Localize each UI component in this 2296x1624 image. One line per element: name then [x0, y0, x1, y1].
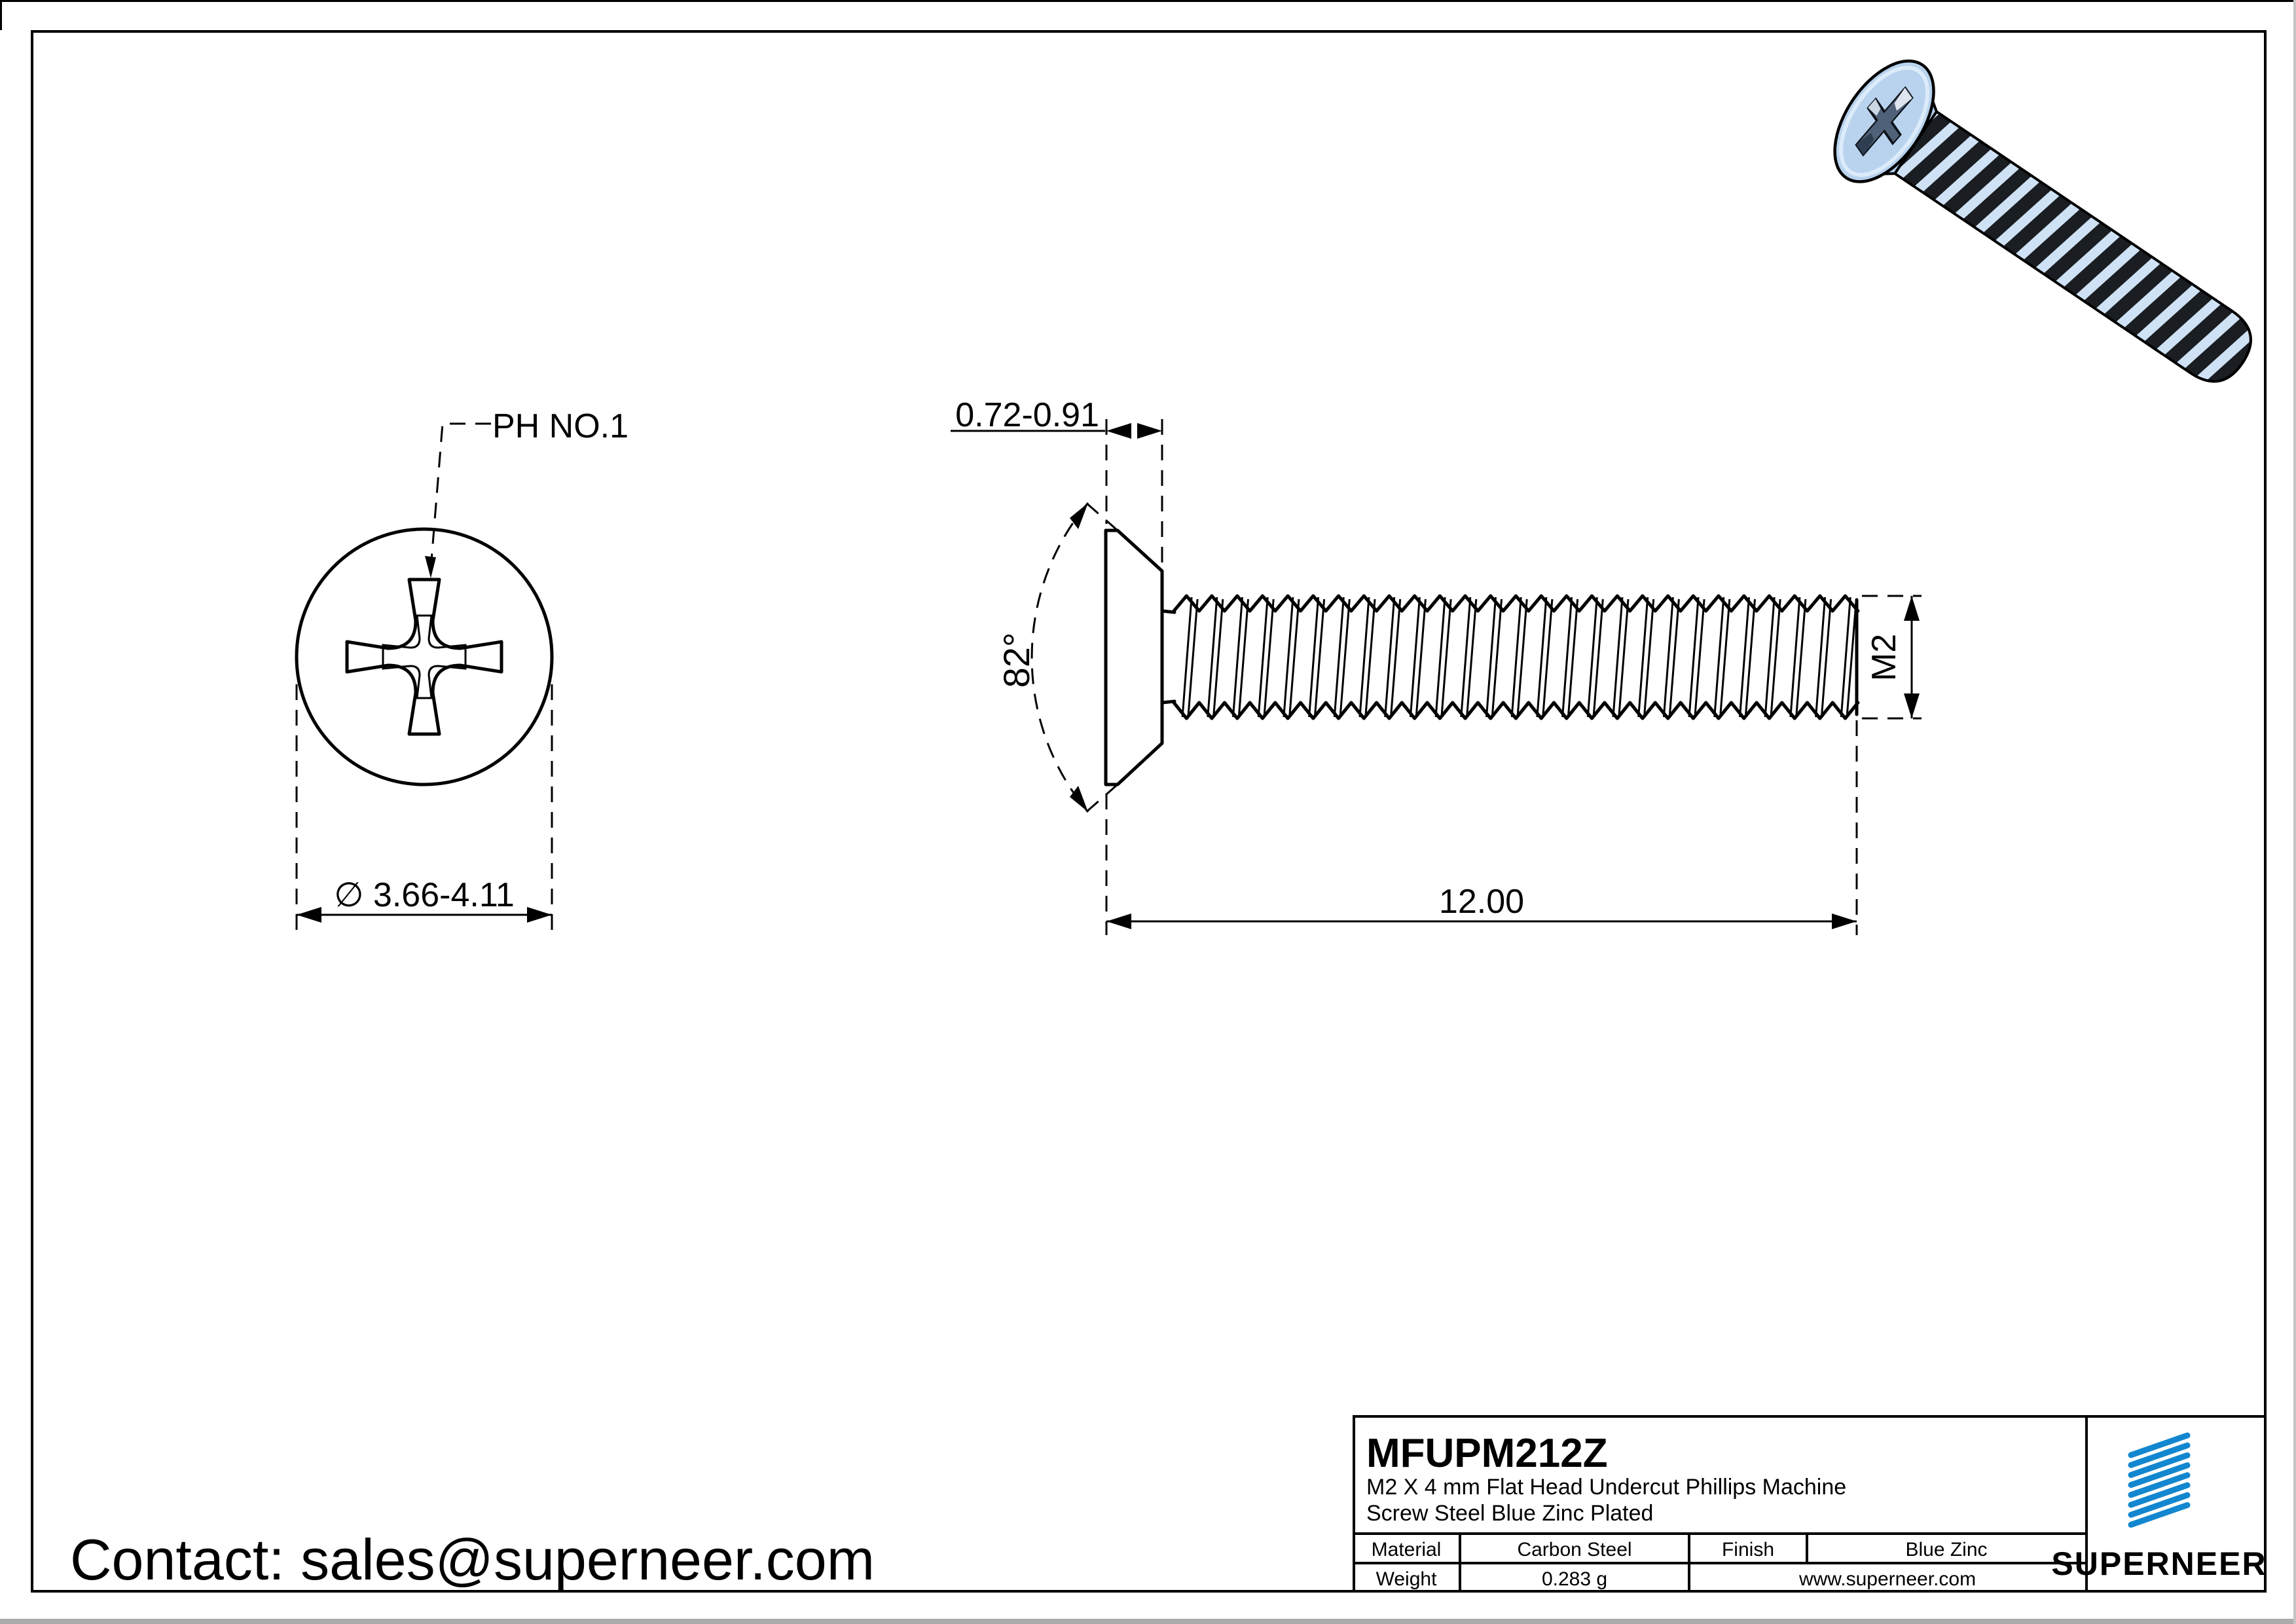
screw-3d-head-highlight	[1839, 65, 1930, 177]
thread-size-label: M2	[1865, 634, 1903, 681]
countersink-angle-label: 82°	[996, 633, 1037, 688]
recess-label: PH NO.1	[492, 407, 629, 445]
leader-arrow	[425, 556, 436, 578]
material-value: Carbon Steel	[1517, 1539, 1631, 1560]
neck-bottom	[1160, 699, 1176, 705]
logo-stripe	[2128, 1432, 2191, 1458]
thread-flank-lines	[1181, 597, 1857, 718]
description-line-1: M2 X 4 mm Flat Head Undercut Phillips Ma…	[1366, 1475, 1846, 1500]
logo-stripe	[2128, 1472, 2191, 1498]
head-height-label: 0.72-0.91	[955, 396, 1099, 434]
head-circle	[295, 527, 554, 786]
bottom-edge-strip	[0, 1619, 2296, 1624]
thread-size-dimension: M2	[1862, 595, 1922, 720]
logo-stripe	[2128, 1452, 2191, 1478]
screw-3d-recess	[1855, 86, 1914, 157]
thread-crest-top	[1172, 594, 1860, 613]
logo-stripe	[2128, 1462, 2191, 1488]
thread-crest-bottom	[1172, 701, 1860, 720]
finish-value: Blue Zinc	[1905, 1539, 1987, 1560]
phillips-cross-inner	[382, 614, 467, 699]
length-label: 12.00	[1439, 883, 1524, 921]
logo-stripe	[2128, 1482, 2191, 1508]
right-edge-strip	[2293, 0, 2296, 1624]
screw-3d-render	[1833, 59, 2252, 383]
title-block-frame	[1353, 1415, 2267, 1593]
description-line-2: Screw Steel Blue Zinc Plated	[1366, 1501, 1653, 1526]
drawing-border	[31, 30, 2267, 1593]
countersink-angle-dimension: 82°	[996, 496, 1118, 819]
title-block: MFUPM212Z M2 X 4 mm Flat Head Undercut P…	[1353, 1415, 2267, 1593]
left-edge-line	[0, 0, 2, 30]
head-diameter-dimension: ∅ 3.66-4.11	[295, 684, 553, 933]
part-number: MFUPM212Z	[1366, 1431, 1608, 1476]
length-dimension: 12.00	[1105, 720, 1858, 935]
side-view: 0.72-0.91 82° 12.00 M2	[951, 396, 1922, 935]
neck-top	[1160, 609, 1176, 614]
top-edge-line	[0, 0, 2296, 2]
logo-stripe	[2128, 1502, 2191, 1528]
head-height-dimension: 0.72-0.91	[951, 396, 1163, 567]
logo-stripe	[2128, 1442, 2191, 1468]
head-diameter-label: ∅ 3.66-4.11	[334, 876, 515, 914]
contact-line: Contact: sales@superneer.com	[70, 1527, 875, 1592]
brand-wordmark: SUPERNEER	[2051, 1545, 2267, 1582]
screw-3d-shank	[1889, 107, 2252, 383]
logo-stripe	[2128, 1492, 2191, 1518]
website-link[interactable]: www.superneer.com	[1798, 1568, 1976, 1590]
superneer-logo-icon	[2128, 1432, 2191, 1528]
finish-label: Finish	[1722, 1539, 1774, 1560]
weight-value: 0.283 g	[1542, 1568, 1607, 1590]
weight-label: Weight	[1376, 1568, 1437, 1590]
material-label: Material	[1372, 1539, 1442, 1560]
top-view: PH NO.1 ∅ 3.66-4.11	[295, 407, 629, 933]
recess-callout: PH NO.1	[425, 407, 629, 578]
